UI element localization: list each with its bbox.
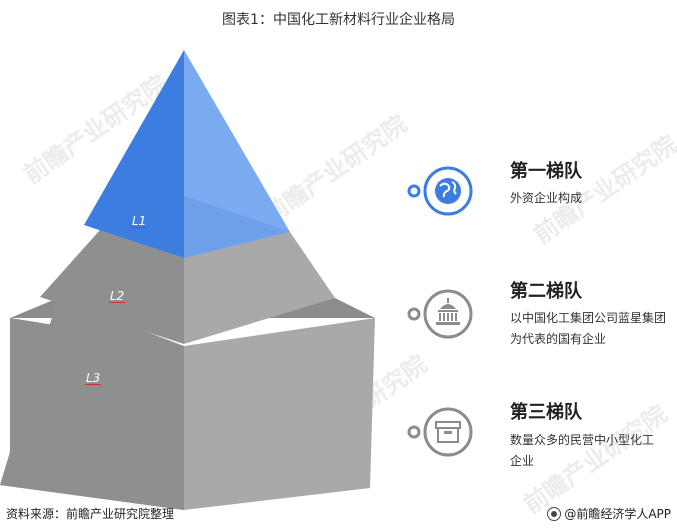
brand-credit: @前瞻经济学人APP	[547, 505, 671, 522]
brand-logo-icon	[547, 506, 562, 521]
tier-label-l2: L2	[109, 289, 126, 303]
chart-title: 图表1：中国化工新材料行业企业格局	[222, 12, 455, 28]
source-note: 资料来源：前瞻产业研究院整理	[6, 507, 175, 521]
pyramid-tier-3	[0, 298, 375, 510]
tier-3-description: 数量众多的民营中小型化工企业	[510, 433, 655, 468]
tier-1-heading: 第一梯队	[510, 161, 582, 182]
box-icon	[407, 407, 473, 457]
tier-3-heading: 第三梯队	[510, 402, 582, 423]
tier-1-description: 外资企业构成	[510, 191, 583, 205]
brand-credit-text: @前瞻经济学人APP	[564, 507, 671, 521]
capitol-building-icon	[407, 289, 473, 339]
pyramid-tier-2	[40, 230, 335, 344]
tier-2-description: 以中国化工集团公司蓝星集团为代表的国有企业	[510, 311, 667, 346]
tier-2-heading: 第二梯队	[510, 281, 582, 302]
tier-label-l3: L3	[85, 371, 102, 385]
globe-icon	[407, 166, 473, 216]
pyramid-tier-1	[84, 50, 290, 258]
tier-label-l1: L1	[131, 214, 148, 228]
